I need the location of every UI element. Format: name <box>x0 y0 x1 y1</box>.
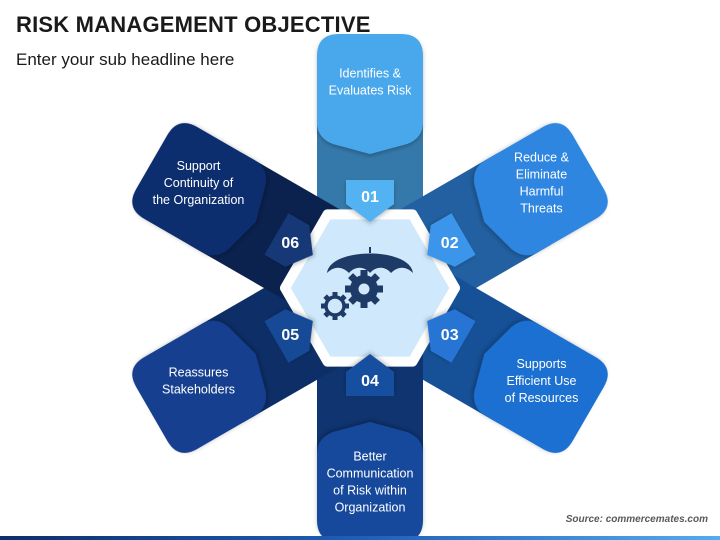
objective-text-04-line-2: Communication <box>327 467 414 481</box>
page-title: RISK MANAGEMENT OBJECTIVE <box>16 12 371 37</box>
umbrella-gears-icon <box>321 247 413 320</box>
objective-text-04-line-1: Better <box>353 450 386 464</box>
objective-number-03: 03 <box>441 327 459 344</box>
objective-text-03-line-2: Efficient Use <box>507 374 577 388</box>
objective-box-03 <box>474 320 608 453</box>
objective-box-01 <box>317 34 423 154</box>
objective-number-04: 04 <box>361 373 379 390</box>
objective-text-05-line-1: Reassures <box>169 366 229 380</box>
objective-text-01-line-1: Identifies & <box>339 67 402 81</box>
objective-text-03-line-1: Supports <box>516 357 566 371</box>
objective-text-04-line-4: Organization <box>335 501 406 515</box>
objective-text-02-line-3: Harmful <box>520 185 564 199</box>
source-note: Source: commercemates.com <box>565 514 708 525</box>
objective-box-06 <box>132 123 266 256</box>
objective-chip-03 <box>427 309 476 363</box>
objective-box-05 <box>132 320 266 453</box>
objective-chip-01 <box>346 180 394 222</box>
objective-chip-06 <box>264 213 313 267</box>
objective-number-01: 01 <box>361 189 379 206</box>
objective-chip-02 <box>427 213 476 267</box>
objective-text-01-line-2: Evaluates Risk <box>329 84 412 98</box>
objective-text-06-line-2: Continuity of <box>164 176 234 190</box>
objective-text-06-line-3: the Organization <box>153 193 245 207</box>
objective-box-04 <box>317 422 423 540</box>
objective-chip-04 <box>346 354 394 396</box>
objective-text-06-line-1: Support <box>177 159 221 173</box>
objective-chip-05 <box>264 309 313 363</box>
objective-text-02-line-4: Threats <box>520 202 562 216</box>
objective-text-02-line-2: Eliminate <box>516 168 567 182</box>
objective-number-06: 06 <box>281 235 299 252</box>
objective-number-02: 02 <box>441 235 459 252</box>
objective-text-05-line-2: Stakeholders <box>162 383 235 397</box>
objective-text-02-line-1: Reduce & <box>514 151 570 165</box>
bottom-accent-bar <box>0 536 720 540</box>
objective-box-02 <box>474 123 608 256</box>
objective-text-04-line-3: of Risk within <box>333 484 407 498</box>
objective-number-05: 05 <box>281 327 299 344</box>
objective-text-03-line-3: of Resources <box>505 391 579 405</box>
page-subtitle: Enter your sub headline here <box>16 50 235 69</box>
